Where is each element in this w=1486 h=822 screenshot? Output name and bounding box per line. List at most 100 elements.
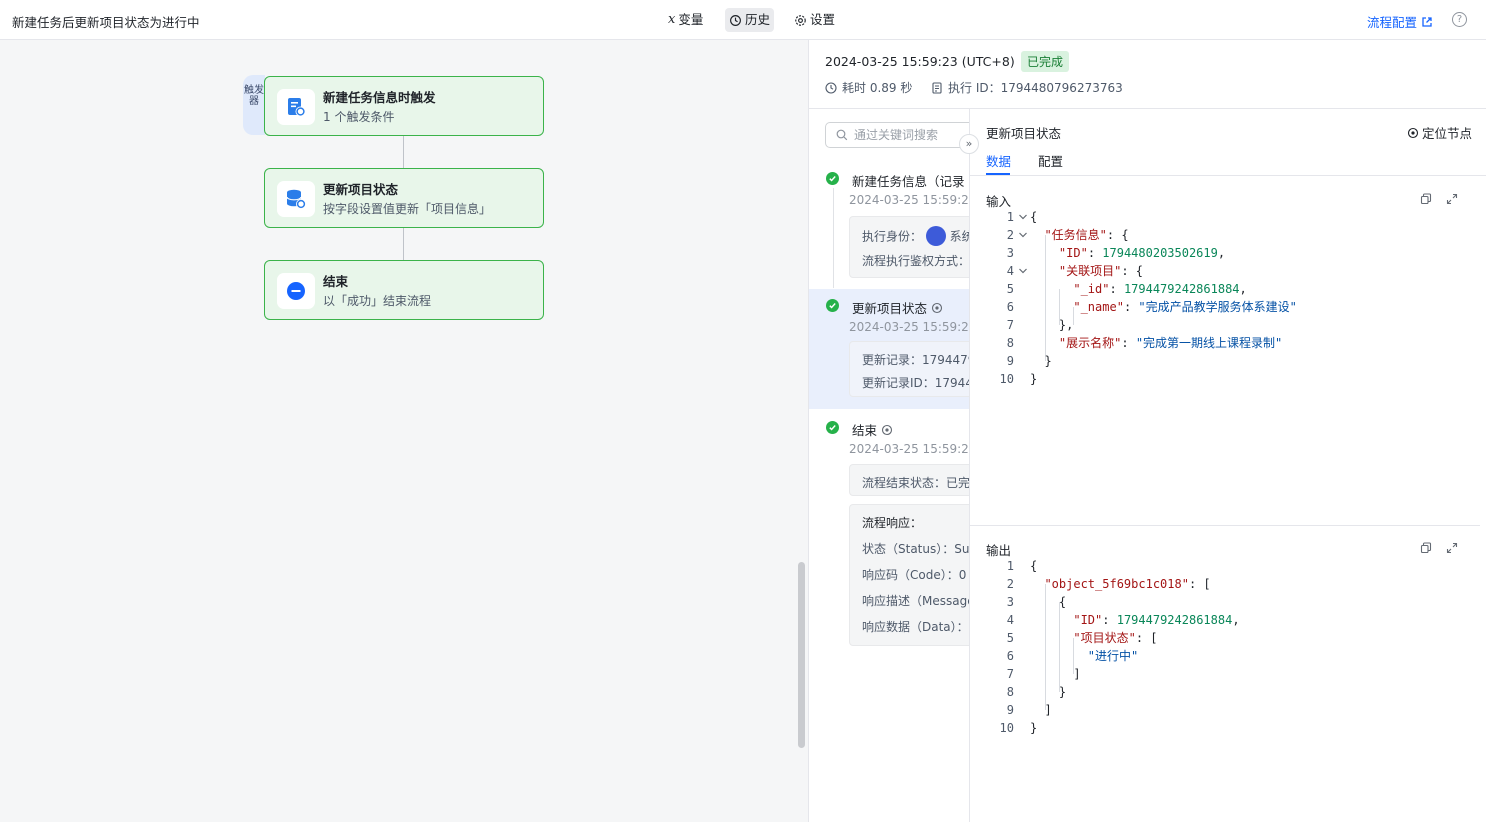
detail-title: 更新项目状态	[986, 126, 1062, 141]
line-number: 9	[1006, 354, 1014, 368]
step-time: 2024-03-25 15:59:23	[849, 320, 977, 334]
document-icon	[932, 81, 942, 94]
code-text: "object_5f69bc1c018": [	[1044, 577, 1211, 591]
help-icon[interactable]: ?	[1452, 12, 1467, 27]
flow-canvas[interactable]: 触发器 新建任务信息时触发 1 个触发条件 更新项目状态 按字段设置值更新「项目…	[0, 40, 808, 822]
end-node-icon	[277, 273, 315, 309]
step-name: 更新项目状态	[852, 301, 928, 316]
node-subtitle: 按字段设置值更新「项目信息」	[323, 202, 492, 216]
code-text: }	[1030, 372, 1038, 386]
node-detail-pane: 更新项目状态 定位节点 数据 配置 输入 1{2 "任务信息": {3 "ID"…	[969, 109, 1486, 822]
update-node-icon	[277, 181, 315, 217]
history-button[interactable]: 历史	[725, 8, 775, 32]
input-section-title: 输入	[986, 194, 1012, 209]
divider	[809, 108, 1486, 109]
code-text: "ID": 1794479242861884,	[1073, 613, 1240, 627]
info-row: 流程执行鉴权方式：	[862, 254, 971, 268]
external-link-icon	[1422, 16, 1432, 27]
code-line: 1{	[986, 208, 1466, 226]
locate-node-button[interactable]: 定位节点	[1407, 123, 1472, 142]
flow-config-label: 流程配置	[1367, 15, 1418, 30]
flow-config-link[interactable]: 流程配置	[1367, 12, 1433, 31]
locate-icon[interactable]	[931, 302, 943, 314]
expand-icon[interactable]	[1446, 542, 1458, 554]
trigger-node[interactable]: 新建任务信息时触发 1 个触发条件	[264, 76, 544, 136]
copy-icon[interactable]	[1420, 542, 1432, 554]
step-time: 2024-03-25 15:59:23	[849, 442, 977, 456]
search-icon	[836, 129, 848, 141]
avatar	[925, 226, 946, 246]
line-number: 6	[1006, 300, 1014, 314]
code-line: 6 "_name": "完成产品教学服务体系建设"	[986, 298, 1466, 316]
info-row: 响应描述（Message）：	[862, 594, 989, 608]
step-item-update[interactable]: 更新项目状态	[852, 298, 943, 317]
line-number: 4	[1006, 264, 1014, 278]
step-item-trigger[interactable]: 新建任务信息（记录 ID	[852, 171, 982, 190]
divider	[970, 525, 1480, 526]
code-text: "_name": "完成产品教学服务体系建设"	[1073, 300, 1297, 314]
chevron-down-icon[interactable]	[1018, 208, 1028, 233]
code-line: 3 "ID": 1794480203502619,	[986, 244, 1466, 262]
update-node[interactable]: 更新项目状态 按字段设置值更新「项目信息」	[264, 168, 544, 228]
chevron-down-icon[interactable]	[1018, 226, 1028, 251]
line-number: 1	[1006, 210, 1014, 224]
search-input[interactable]	[854, 128, 974, 142]
code-text: "ID": 1794480203502619,	[1058, 246, 1226, 260]
line-number: 3	[1006, 246, 1014, 260]
collapse-toggle-button[interactable]: »	[959, 134, 979, 154]
node-subtitle: 1 个触发条件	[323, 110, 395, 124]
copy-icon[interactable]	[1420, 193, 1432, 205]
expand-icon[interactable]	[1446, 193, 1458, 205]
code-text: {	[1030, 595, 1067, 609]
code-line: 9 ]	[986, 701, 1466, 719]
run-time: 2024-03-25 15:59:23 (UTC+8)	[825, 54, 1015, 69]
success-check-icon	[826, 299, 839, 312]
step-info-box: 更新记录：1794479242861884 更新记录ID：17944792428…	[849, 341, 989, 397]
step-connector	[833, 188, 834, 288]
duration-text: 耗时 0.89 秒	[842, 81, 913, 95]
database-refresh-icon	[286, 189, 306, 209]
locate-label: 定位节点	[1422, 126, 1473, 141]
indent-guide	[1073, 307, 1074, 325]
code-line: 9 }	[986, 352, 1466, 370]
step-info-box: 流程结束状态：已完成	[849, 464, 989, 496]
step-item-end[interactable]: 结束	[852, 420, 893, 439]
run-history-panel: 2024-03-25 15:59:23 (UTC+8) 已完成 耗时 0.89 …	[808, 40, 1486, 822]
chevron-down-icon[interactable]	[1018, 262, 1028, 287]
step-info-box: 执行身份： 系统 流程执行鉴权方式：	[849, 216, 989, 278]
code-line: 5 "项目状态": [	[986, 629, 1466, 647]
success-check-icon	[826, 172, 839, 185]
code-text: {	[1030, 559, 1038, 573]
code-text: }	[1030, 685, 1067, 699]
code-text: }	[1030, 721, 1038, 735]
search-box[interactable]	[825, 122, 985, 148]
code-text: },	[1030, 318, 1074, 332]
line-number: 6	[1006, 649, 1014, 663]
line-number: 1	[1006, 559, 1014, 573]
info-row: 流程结束状态：已完成	[862, 476, 983, 490]
code-line: 1{	[986, 557, 1466, 575]
connector	[403, 228, 404, 260]
code-text: }	[1030, 354, 1052, 368]
stop-icon	[287, 282, 305, 300]
code-line: 5 "_id": 1794479242861884,	[986, 280, 1466, 298]
line-number: 2	[1006, 577, 1014, 591]
variables-button[interactable]: 𝑥 变量	[664, 8, 707, 32]
settings-button[interactable]: 设置	[790, 8, 839, 32]
indent-guide	[1045, 235, 1046, 361]
tab-data[interactable]: 数据	[986, 154, 1012, 169]
output-section-actions	[1420, 542, 1458, 554]
end-node[interactable]: 结束 以「成功」结束流程	[264, 260, 544, 320]
history-label: 历史	[745, 12, 771, 27]
tab-config[interactable]: 配置	[1038, 154, 1064, 169]
line-number: 8	[1006, 685, 1014, 699]
divider	[970, 175, 1486, 176]
code-line: 4 "ID": 1794479242861884,	[986, 611, 1466, 629]
response-box: 流程响应： 状态（Status）：Success 响应码（Code）：0 响应描…	[849, 504, 989, 646]
canvas-scrollbar[interactable]	[798, 562, 805, 748]
step-name: 结束	[852, 423, 878, 438]
locate-icon[interactable]	[881, 424, 893, 436]
gear-icon	[795, 14, 806, 26]
code-text: ]	[1030, 667, 1081, 681]
code-line: 7 ]	[986, 665, 1466, 683]
